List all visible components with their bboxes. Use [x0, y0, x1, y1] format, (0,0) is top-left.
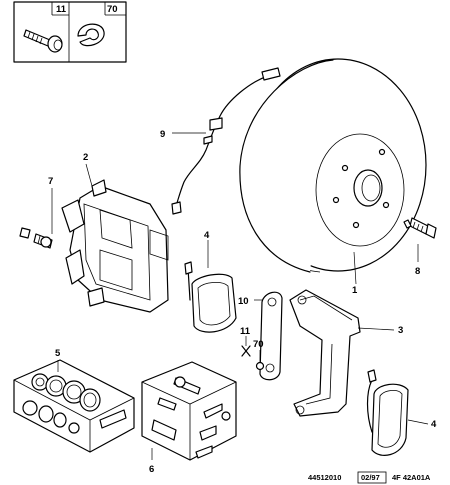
brake-pad-rear	[366, 369, 409, 456]
bleed-screw	[19, 227, 53, 249]
callout-9: 9	[160, 129, 165, 140]
drawing-reference: 4F 42A01A	[392, 473, 431, 482]
brake-pad-front	[184, 261, 237, 333]
pin-screw	[241, 345, 265, 371]
inset-box: 11 70	[13, 1, 127, 63]
repair-kit-seals	[13, 359, 135, 453]
drawing-number: 44512010	[308, 473, 341, 482]
callout-inset-70: 70	[107, 4, 118, 15]
caliper-bracket	[289, 289, 361, 417]
footer-reference: 44512010 02/97 4F 42A01A	[308, 471, 431, 484]
callout-11: 11	[240, 326, 251, 337]
callout-10: 10	[238, 296, 249, 307]
callout-6: 6	[149, 464, 154, 475]
caliper-shim	[259, 291, 283, 381]
wear-sensor-wire	[171, 67, 281, 215]
callout-8: 8	[415, 266, 420, 277]
callout-inset-11: 11	[56, 4, 67, 15]
callout-1: 1	[352, 285, 358, 296]
wheel-bolt	[403, 217, 437, 239]
clip-icon	[77, 23, 105, 47]
callout-5: 5	[55, 348, 61, 359]
leader-lines	[51, 132, 429, 460]
callout-7: 7	[48, 176, 53, 187]
callout-4-front: 4	[204, 230, 210, 241]
drawing-date: 02/97	[361, 473, 380, 482]
screw-icon	[23, 29, 63, 53]
callout-4-rear: 4	[431, 419, 437, 430]
brake-caliper	[61, 179, 169, 313]
callout-3: 3	[398, 325, 403, 336]
callout-2: 2	[83, 152, 88, 163]
callout-70: 70	[253, 339, 264, 350]
brake-disc	[239, 58, 427, 273]
repair-kit-pins	[141, 361, 237, 461]
